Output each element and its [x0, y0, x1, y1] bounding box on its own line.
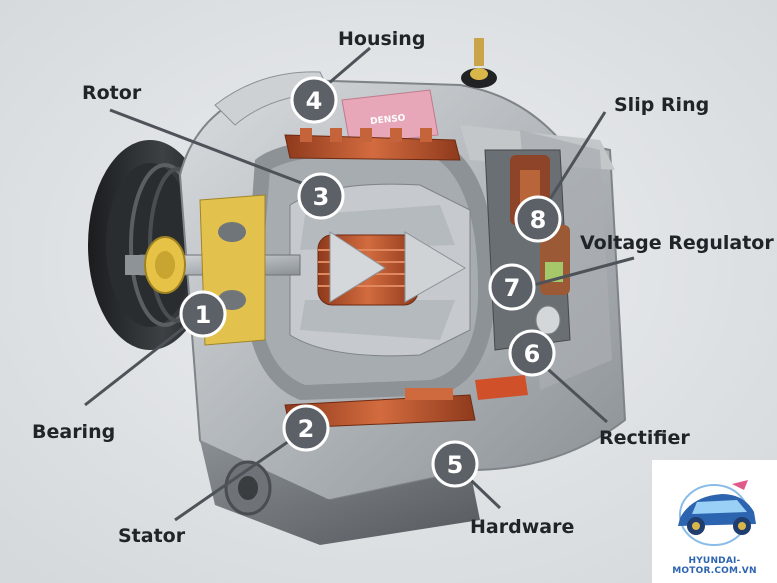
stator-windings-bottom: [284, 375, 528, 429]
label-bearing: Bearing: [32, 421, 116, 443]
label-rotor: Rotor: [82, 82, 142, 104]
marker-7: 7: [488, 263, 536, 311]
rear-components: [484, 149, 571, 351]
leader-slip-ring: [538, 111, 607, 216]
label-voltage-regulator: Voltage Regulator: [580, 232, 774, 254]
rotor-assembly: [289, 183, 471, 357]
marker-8: 8: [514, 195, 562, 243]
label-housing: Housing: [338, 28, 426, 50]
leader-stator: [174, 428, 306, 522]
marker-4: 4: [290, 76, 338, 124]
marker-1-text: 1: [195, 301, 212, 329]
marker-7-text: 7: [504, 274, 521, 302]
marker-3-text: 3: [313, 183, 330, 211]
label-rectifier: Rectifier: [599, 427, 690, 449]
stator-windings-top: [284, 128, 461, 161]
marker-5-text: 5: [447, 451, 464, 479]
terminal-post: [461, 38, 497, 88]
brand-tag-text: DENSO: [370, 113, 406, 127]
marker-8-text: 8: [530, 206, 547, 234]
car-logo-icon: [678, 480, 756, 546]
label-stator: Stator: [118, 525, 186, 547]
marker-6-text: 6: [524, 340, 541, 368]
leader-bearing: [84, 313, 201, 407]
marker-2-text: 2: [298, 415, 315, 443]
marker-4-text: 4: [306, 87, 323, 115]
marker-1: 1: [179, 290, 227, 338]
leader-rotor: [109, 108, 321, 192]
watermark-text: HYUNDAI-MOTOR.COM.VN: [672, 556, 757, 576]
marker-6: 6: [508, 329, 556, 377]
label-hardware: Hardware: [470, 516, 575, 538]
marker-3: 3: [297, 172, 345, 220]
marker-5: 5: [431, 440, 479, 488]
watermark-logo: HYUNDAI-MOTOR.COM.VN: [652, 460, 777, 583]
label-slip-ring: Slip Ring: [614, 94, 710, 116]
marker-2: 2: [282, 404, 330, 452]
